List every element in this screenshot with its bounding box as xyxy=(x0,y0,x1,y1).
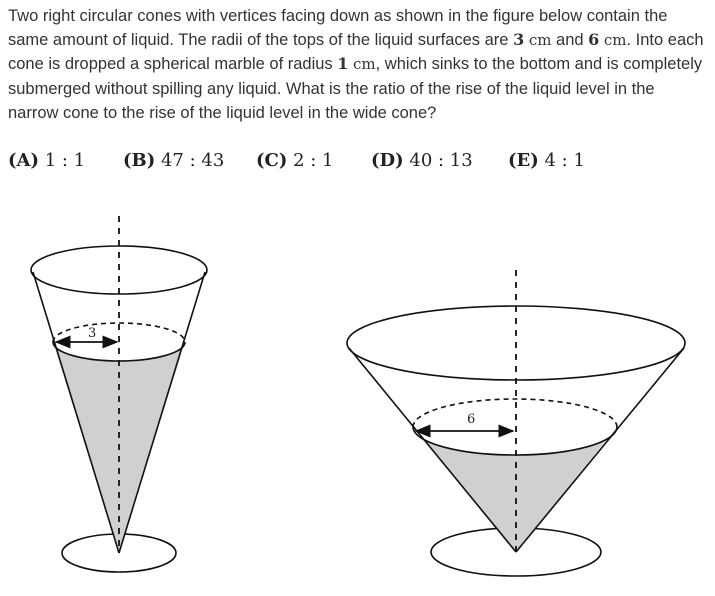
unit-cm-3: cm xyxy=(353,55,376,74)
radius-narrow-value: 3 xyxy=(513,30,525,50)
narrow-cone-left-side xyxy=(32,271,120,554)
narrow-radius-label: 3 xyxy=(88,326,96,341)
wide-liquid-back-edge xyxy=(412,398,618,428)
unit-cm-1: cm xyxy=(528,31,552,50)
choice-a[interactable]: (A) 1 : 1 xyxy=(8,150,85,171)
unit-cm-2: cm xyxy=(603,31,627,50)
choice-d-letter: (D) xyxy=(371,150,404,171)
choice-c-letter: (C) xyxy=(256,150,288,171)
wide-radius-label: 6 xyxy=(467,412,475,427)
radius-wide-value: 6 xyxy=(588,30,600,50)
choice-e-value: 4 : 1 xyxy=(544,150,585,171)
narrow-cone xyxy=(30,216,208,573)
problem-statement: Two right circular cones with vertices f… xyxy=(8,4,708,125)
choice-e-letter: (E) xyxy=(508,150,539,171)
narrow-cone-right-side xyxy=(118,271,206,554)
problem-text-1: Two right circular cones with vertices f… xyxy=(8,7,668,50)
choice-d-value: 40 : 13 xyxy=(409,150,473,171)
choice-b-letter: (B) xyxy=(123,150,156,171)
choice-e[interactable]: (E) 4 : 1 xyxy=(508,150,585,171)
problem-text-4: , which sinks to the bottom and is compl… xyxy=(8,55,703,122)
marble-radius-value: 1 xyxy=(337,54,349,74)
narrow-liquid-back-edge xyxy=(52,322,186,343)
wide-cone-right-side xyxy=(515,347,685,553)
choice-b[interactable]: (B) 47 : 43 xyxy=(123,150,224,171)
choice-d[interactable]: (D) 40 : 13 xyxy=(371,150,473,171)
choice-c-value: 2 : 1 xyxy=(293,150,334,171)
problem-text-2: and xyxy=(551,31,589,50)
problem-text-3: . Into each cone is dropped a spherical … xyxy=(8,31,704,74)
choice-c[interactable]: (C) 2 : 1 xyxy=(256,150,334,171)
choice-a-value: 1 : 1 xyxy=(44,150,86,171)
wide-cone-left-side xyxy=(348,347,517,553)
choice-b-value: 47 : 43 xyxy=(160,150,225,171)
wide-liquid-fill xyxy=(413,427,617,552)
choice-a-letter: (A) xyxy=(8,150,39,171)
wide-cone xyxy=(346,270,686,577)
